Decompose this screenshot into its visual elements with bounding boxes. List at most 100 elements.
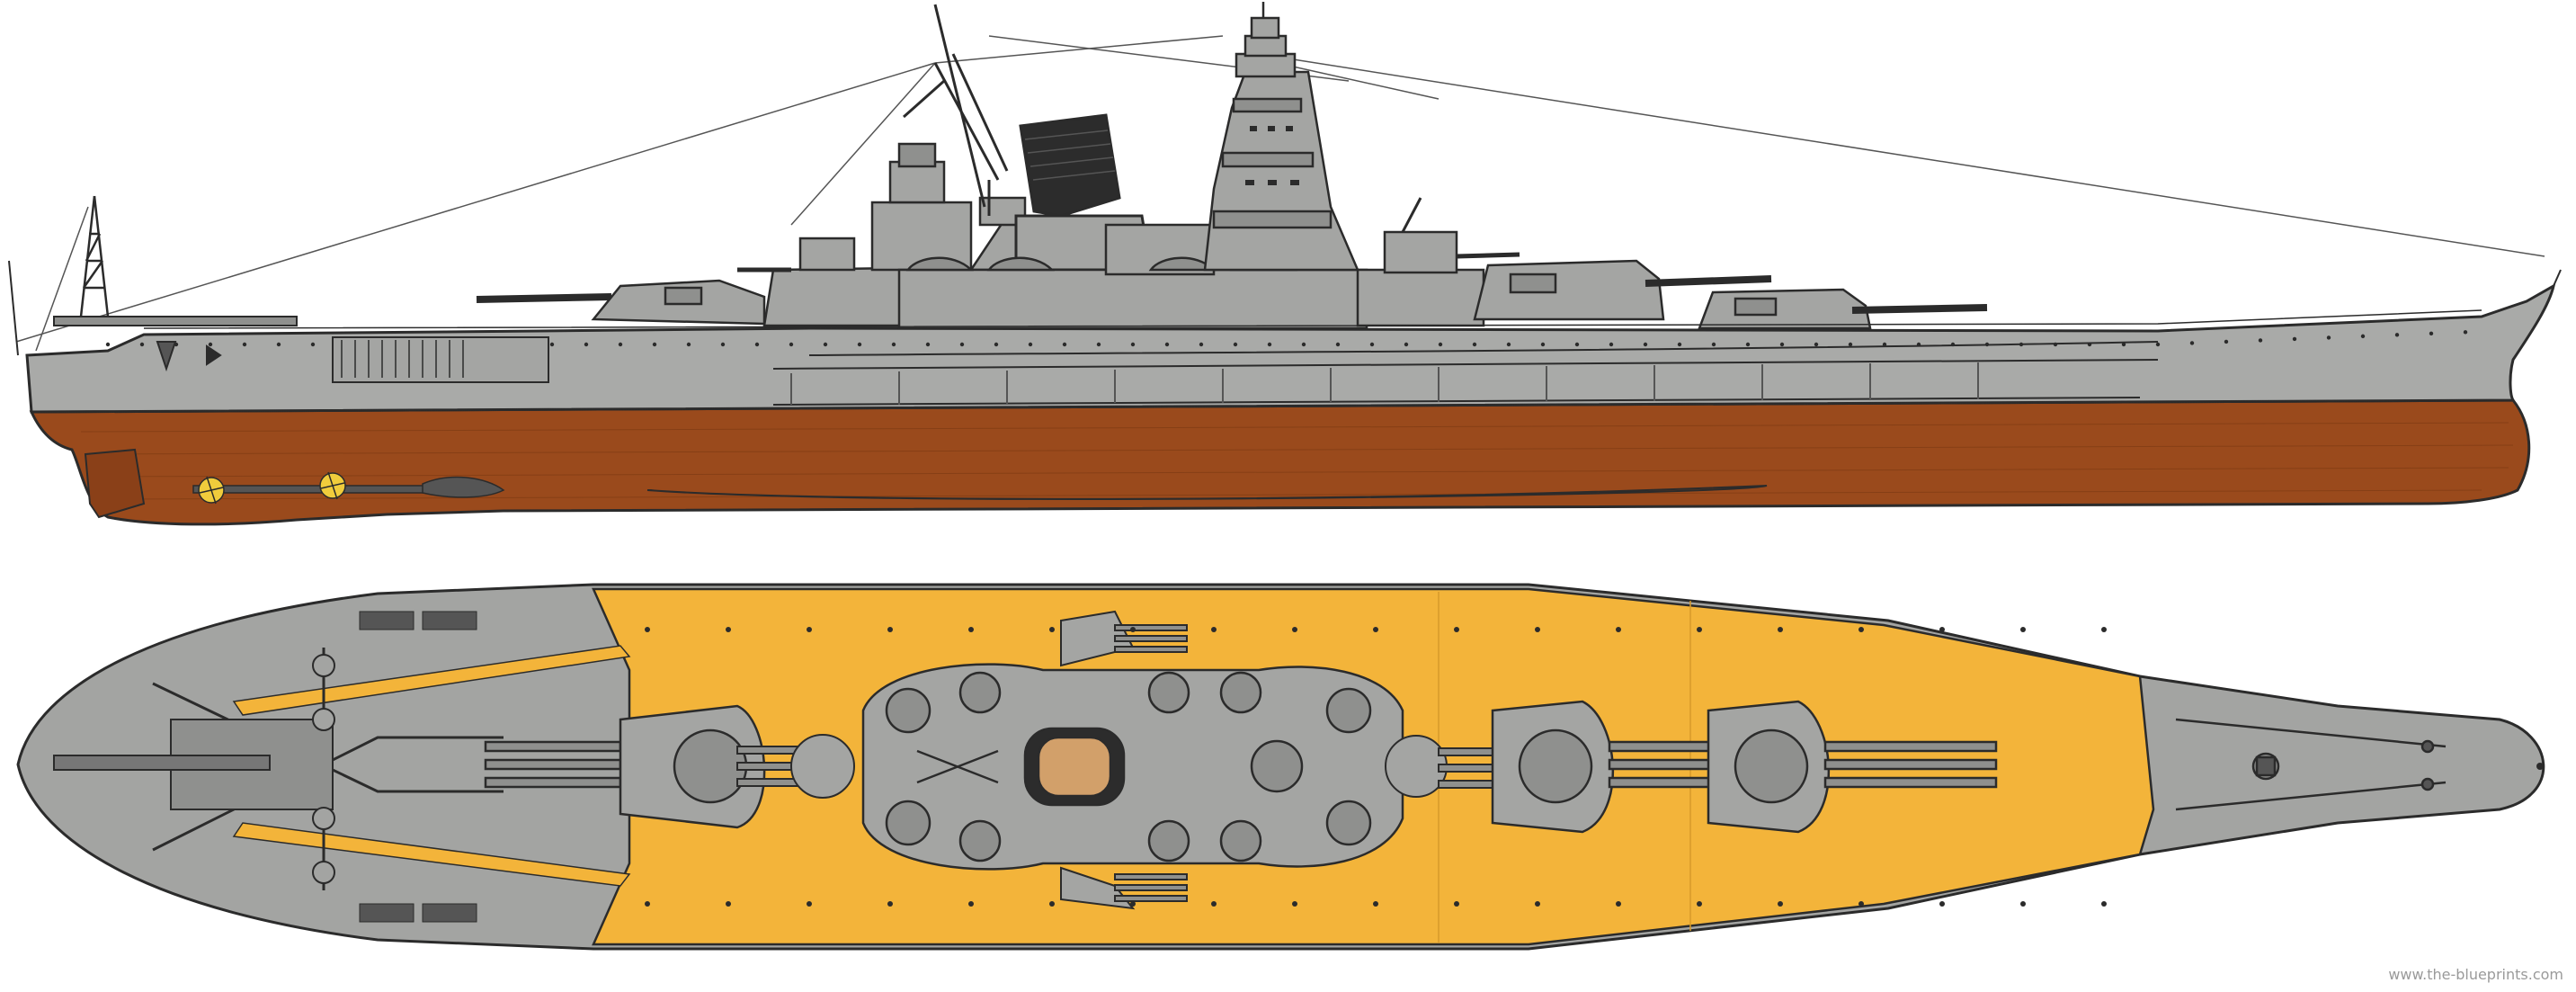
porthole <box>1335 342 1341 347</box>
deck-fitting <box>1778 901 1783 907</box>
porthole <box>2394 333 2400 337</box>
porthole <box>139 342 145 347</box>
porthole <box>1540 342 1546 347</box>
porthole <box>823 342 828 347</box>
porthole <box>2019 342 2024 347</box>
porthole <box>1267 342 1272 347</box>
aft-deck-stripes <box>232 645 631 887</box>
deck-fitting <box>726 901 731 907</box>
deck-fitting <box>1697 627 1702 632</box>
deck-fitting <box>1697 901 1702 907</box>
porthole <box>1130 342 1136 347</box>
deck-fitting <box>2020 627 2026 632</box>
porthole <box>105 342 111 347</box>
porthole <box>1745 342 1751 347</box>
porthole <box>1848 342 1853 347</box>
porthole <box>1643 342 1648 347</box>
rigging-lines <box>15 35 2545 352</box>
porthole <box>2258 338 2263 343</box>
deck-fitting <box>1130 901 1136 907</box>
porthole <box>925 342 931 347</box>
rear-main-turret-side <box>476 279 766 326</box>
porthole <box>994 342 999 347</box>
porthole <box>1984 342 1990 347</box>
deck-fitting <box>1616 901 1621 907</box>
porthole <box>1677 342 1682 347</box>
deck-fitting <box>1373 627 1378 632</box>
porthole <box>1369 342 1375 347</box>
porthole <box>549 342 555 347</box>
deck-fitting <box>726 627 731 632</box>
porthole <box>1028 342 1033 347</box>
porthole <box>618 342 623 347</box>
watermark-text: www.the-blueprints.com <box>2388 966 2563 983</box>
porthole <box>2087 342 2092 347</box>
porthole <box>1233 342 1238 347</box>
deck-fitting <box>2101 901 2107 907</box>
bow-jackstaff <box>2553 269 2562 287</box>
porthole <box>2360 334 2366 339</box>
aft-secondary-turret-plan <box>736 734 855 799</box>
porthole <box>2189 341 2195 345</box>
porthole <box>891 342 896 347</box>
forward-main-turret-b-plan <box>1491 700 1746 834</box>
rudder-and-propellers <box>84 448 505 519</box>
porthole <box>242 342 247 347</box>
belt-ribs <box>790 362 1979 405</box>
central-superstructure-plan <box>861 663 1404 871</box>
porthole <box>276 342 281 347</box>
porthole <box>1404 342 1409 347</box>
portholes <box>105 330 2468 347</box>
porthole <box>857 342 862 347</box>
porthole <box>789 342 794 347</box>
deck-fitting <box>887 901 893 907</box>
deck-fitting <box>807 627 812 632</box>
porthole <box>1711 342 1716 347</box>
bilge-keel <box>646 485 1768 501</box>
deck-fitting <box>1049 901 1055 907</box>
deck-fitting <box>2020 901 2026 907</box>
deck-fitting <box>1211 627 1217 632</box>
porthole <box>1472 342 1477 347</box>
porthole <box>686 342 691 347</box>
stern-crane <box>79 195 110 317</box>
porthole <box>2429 331 2434 336</box>
deck-fitting <box>887 627 893 632</box>
deck-fitting <box>2101 627 2107 632</box>
deck-fitting <box>645 627 650 632</box>
bow-fittings <box>2175 718 2447 811</box>
porthole <box>1574 342 1580 347</box>
deck-fitting <box>1454 627 1459 632</box>
pagoda-tower <box>1203 2 1359 272</box>
forward-main-turret-b-side <box>1473 259 1772 321</box>
porthole <box>1882 342 1887 347</box>
side-profile-view <box>8 2 2562 526</box>
stern-flagstaff <box>8 260 19 356</box>
deck-fitting <box>1939 901 1945 907</box>
porthole <box>1096 342 1101 347</box>
porthole <box>1164 342 1170 347</box>
deck-fittings <box>645 627 2107 907</box>
belt-lines <box>31 341 2514 413</box>
wing-secondary-turrets <box>1060 610 1188 910</box>
porthole <box>1609 342 1614 347</box>
porthole <box>2463 330 2468 335</box>
porthole <box>2292 336 2297 342</box>
deck-fitting <box>1535 627 1540 632</box>
porthole <box>1506 342 1511 347</box>
stern-section <box>53 316 549 383</box>
porthole <box>2326 335 2331 340</box>
porthole <box>959 342 965 347</box>
porthole <box>1438 342 1443 347</box>
deck-fitting <box>1858 627 1864 632</box>
deck-fitting <box>645 901 650 907</box>
deck-fitting <box>1292 627 1297 632</box>
porthole <box>310 342 316 347</box>
deck-fitting <box>1535 901 1540 907</box>
forward-main-turret-a-side <box>1698 288 1988 330</box>
bow-marker <box>2536 763 2544 770</box>
deck-fitting <box>1939 627 1945 632</box>
forward-main-turret-a-plan <box>1707 700 1998 834</box>
deck-fitting <box>807 901 812 907</box>
